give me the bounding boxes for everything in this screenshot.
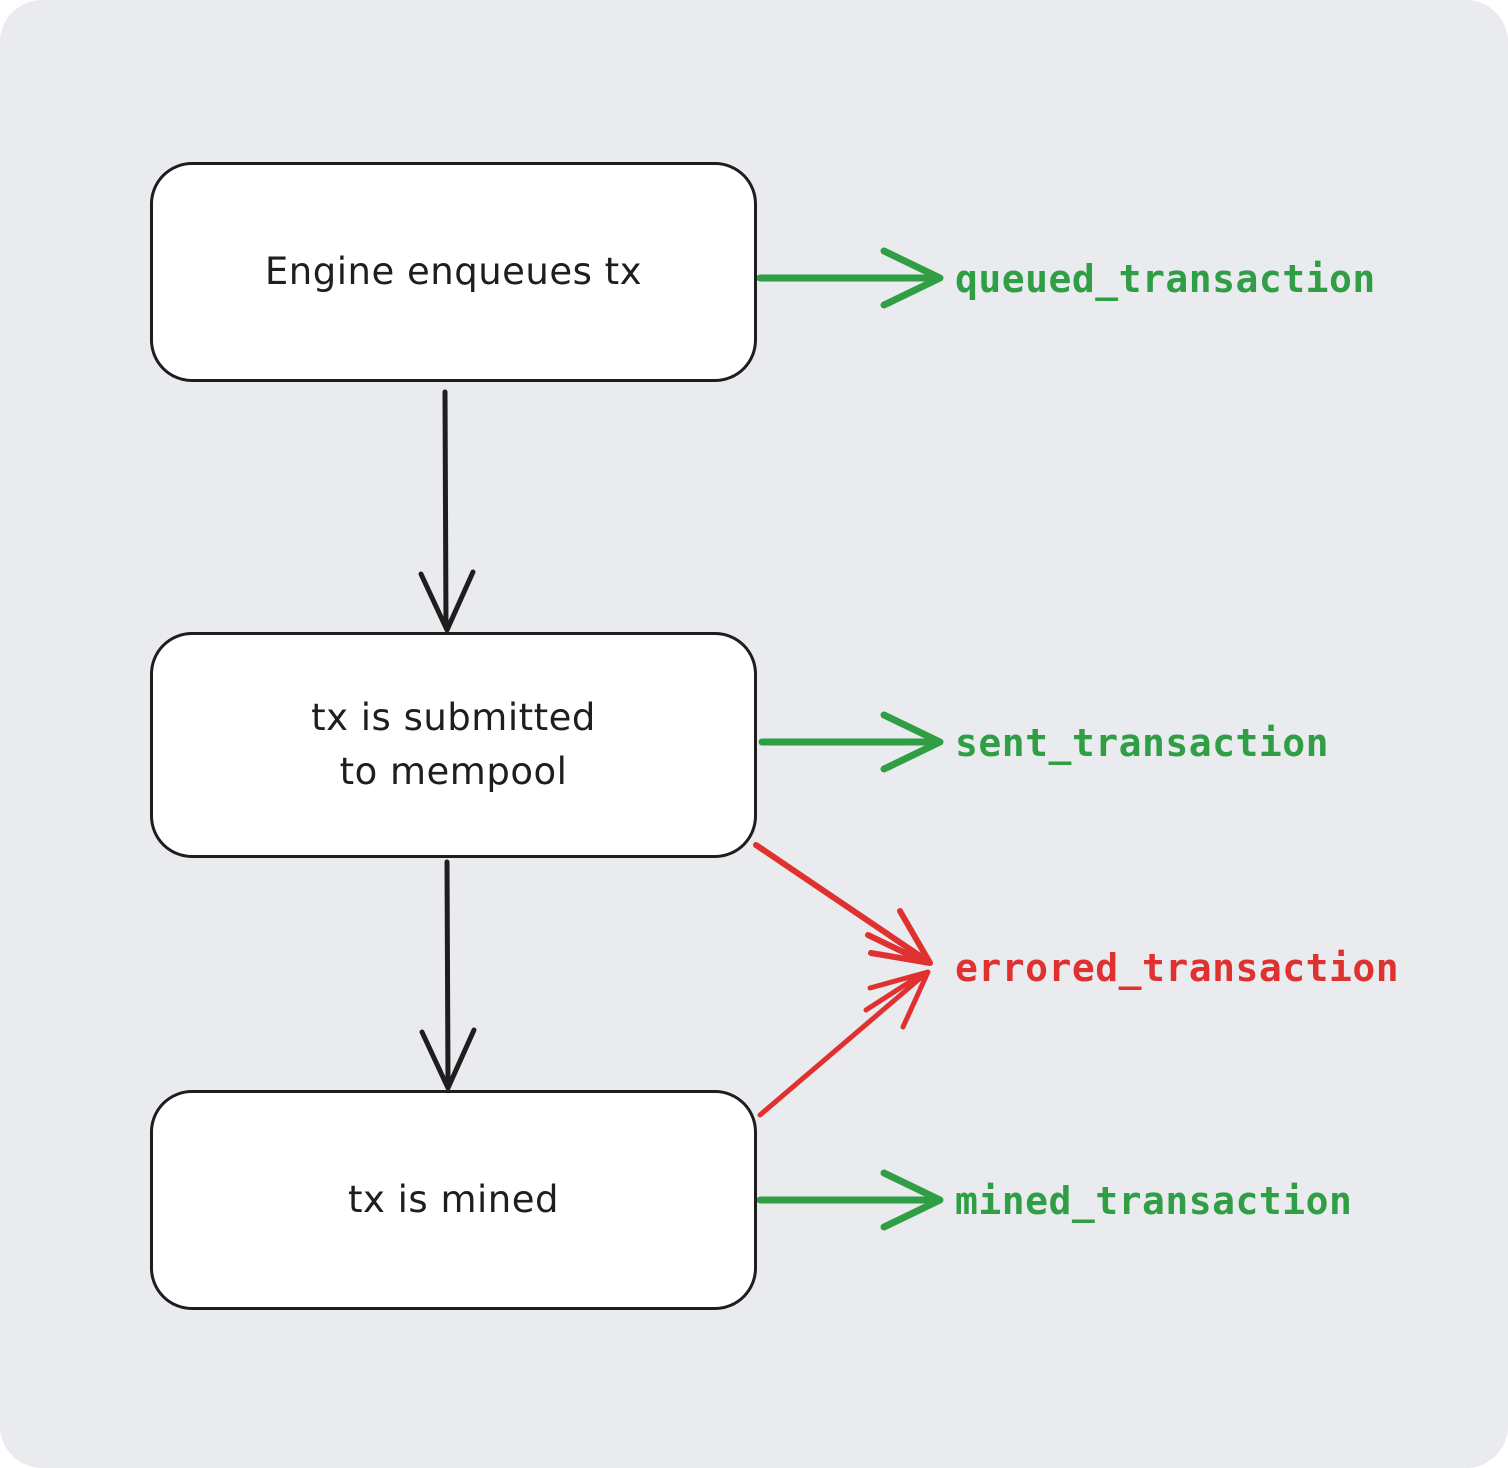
event-label-errored-transaction: errored_transaction (955, 946, 1400, 990)
event-label-sent-transaction: sent_transaction (955, 721, 1330, 765)
event-arrow-errored-from-submit (753, 842, 933, 966)
flow-arrow-submit-to-mined (419, 859, 477, 1091)
node-tx-is-mined: tx is mined (150, 1090, 757, 1310)
event-arrow-sent (758, 711, 944, 773)
event-label-queued-transaction: queued_transaction (955, 257, 1376, 301)
event-arrow-queued (756, 247, 944, 309)
node-label: tx is submitted to mempool (311, 696, 596, 793)
node-tx-submitted-to-mempool: tx is submitted to mempool (150, 632, 757, 858)
node-label: tx is mined (347, 1178, 559, 1222)
event-arrow-mined (756, 1169, 944, 1231)
event-label-mined-transaction: mined_transaction (955, 1179, 1353, 1223)
flow-arrow-enqueue-to-submit (418, 389, 476, 633)
node-engine-enqueues-tx: Engine enqueues tx (150, 162, 757, 382)
node-label: Engine enqueues tx (264, 250, 643, 294)
event-arrow-errored-from-mined (757, 969, 931, 1118)
